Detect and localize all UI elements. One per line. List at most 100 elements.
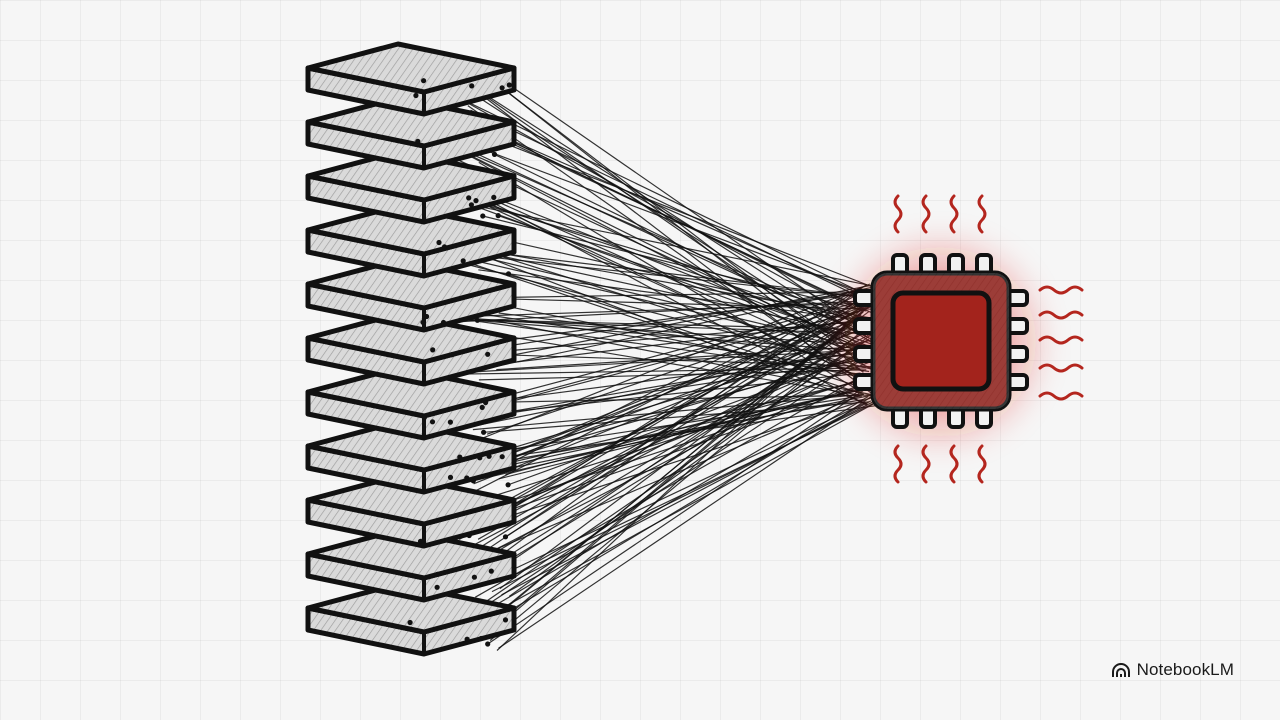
- heat-wave-right: [1038, 310, 1084, 320]
- connection-dot: [481, 429, 487, 435]
- heat-wave-top: [949, 194, 959, 234]
- heat-wave-bottom: [977, 444, 987, 484]
- connection-dot: [483, 399, 489, 406]
- connection-line: [437, 190, 873, 321]
- connection-dot: [506, 82, 512, 88]
- connection-line: [473, 145, 868, 295]
- connection-dot: [468, 202, 474, 208]
- connection-line: [507, 351, 872, 486]
- connection-line: [498, 385, 872, 480]
- memory-layer-top: [305, 203, 517, 257]
- chip-core: [890, 290, 992, 392]
- connection-line: [471, 287, 872, 373]
- connection-dot: [430, 347, 436, 353]
- connection-line: [488, 357, 862, 457]
- connection-line: [459, 291, 862, 299]
- connection-dot: [415, 138, 421, 144]
- connection-dot: [471, 574, 477, 580]
- connection-dot: [449, 352, 455, 358]
- memory-layer: [305, 41, 517, 117]
- connection-line: [429, 314, 870, 377]
- connection-dot: [491, 194, 497, 200]
- connection-line: [438, 241, 867, 337]
- connection-line: [472, 393, 864, 431]
- connection-dot: [447, 474, 454, 480]
- connection-line: [495, 402, 866, 579]
- connection-lines: [409, 80, 877, 651]
- connection-line: [482, 99, 868, 351]
- connection-dot: [486, 453, 492, 459]
- connection-line: [498, 394, 875, 649]
- connection-dot: [470, 478, 476, 484]
- connection-line: [456, 344, 872, 431]
- memory-layer: [305, 311, 517, 387]
- connection-line: [479, 253, 868, 405]
- heat-wave-right: [1038, 285, 1084, 295]
- memory-layer-top: [305, 149, 517, 203]
- connection-line: [509, 320, 867, 352]
- connection-line: [493, 196, 877, 350]
- connection-dot: [460, 258, 466, 264]
- connection-dot: [434, 584, 440, 590]
- connection-dot: [421, 78, 427, 84]
- connection-dot: [499, 454, 505, 460]
- connection-dot: [417, 538, 424, 544]
- connection-dot: [464, 475, 470, 481]
- connection-line: [450, 349, 867, 423]
- connection-dot: [469, 83, 475, 89]
- connection-line: [509, 240, 862, 321]
- connection-dot: [424, 313, 430, 320]
- connection-line: [466, 311, 864, 640]
- connection-line: [478, 91, 874, 365]
- connection-line: [483, 401, 870, 433]
- connection-dot: [474, 317, 480, 323]
- connection-dot: [485, 641, 491, 647]
- connection-dot: [457, 454, 463, 460]
- connection-line: [505, 286, 864, 514]
- connection-dot: [505, 482, 511, 488]
- connection-line: [490, 395, 869, 623]
- connection-line: [505, 372, 861, 413]
- brand-watermark: NotebookLM: [1111, 660, 1234, 680]
- memory-layer-top: [305, 419, 517, 473]
- heat-wave-top: [893, 194, 903, 234]
- connection-line: [443, 306, 868, 536]
- memory-layer: [305, 419, 517, 495]
- connection-line: [473, 405, 875, 462]
- connection-line: [490, 338, 870, 572]
- heat-wave-top: [921, 194, 931, 234]
- connection-dot: [478, 635, 484, 642]
- connection-dot: [407, 619, 413, 626]
- memory-stack: [305, 41, 517, 657]
- brand-name: NotebookLM: [1136, 660, 1234, 679]
- memory-layer-top: [305, 365, 517, 419]
- connection-dot: [502, 617, 509, 623]
- connection-dot: [466, 532, 472, 539]
- connection-line: [444, 246, 871, 299]
- connection-line: [503, 395, 876, 519]
- connection-line: [453, 402, 876, 636]
- connection-dot: [420, 319, 426, 325]
- connection-dot: [502, 534, 509, 540]
- connection-line: [454, 367, 873, 375]
- connection-dot: [421, 414, 427, 421]
- connection-line: [508, 84, 871, 336]
- connection-line: [475, 373, 866, 598]
- processor-chip: [825, 227, 1055, 457]
- memory-layer-top: [305, 581, 517, 635]
- memory-layer: [305, 257, 517, 333]
- connection-dot: [440, 319, 447, 326]
- memory-layer-top: [305, 257, 517, 311]
- connection-dot: [485, 351, 491, 357]
- memory-layer: [305, 95, 517, 171]
- connection-line: [425, 133, 868, 330]
- connection-line: [466, 304, 875, 479]
- connection-dot: [441, 244, 448, 250]
- connection-dot: [429, 419, 436, 425]
- heat-wave-bottom: [893, 444, 903, 484]
- connection-line: [448, 377, 876, 478]
- memory-layer-top: [305, 527, 517, 581]
- connection-dot: [495, 213, 501, 219]
